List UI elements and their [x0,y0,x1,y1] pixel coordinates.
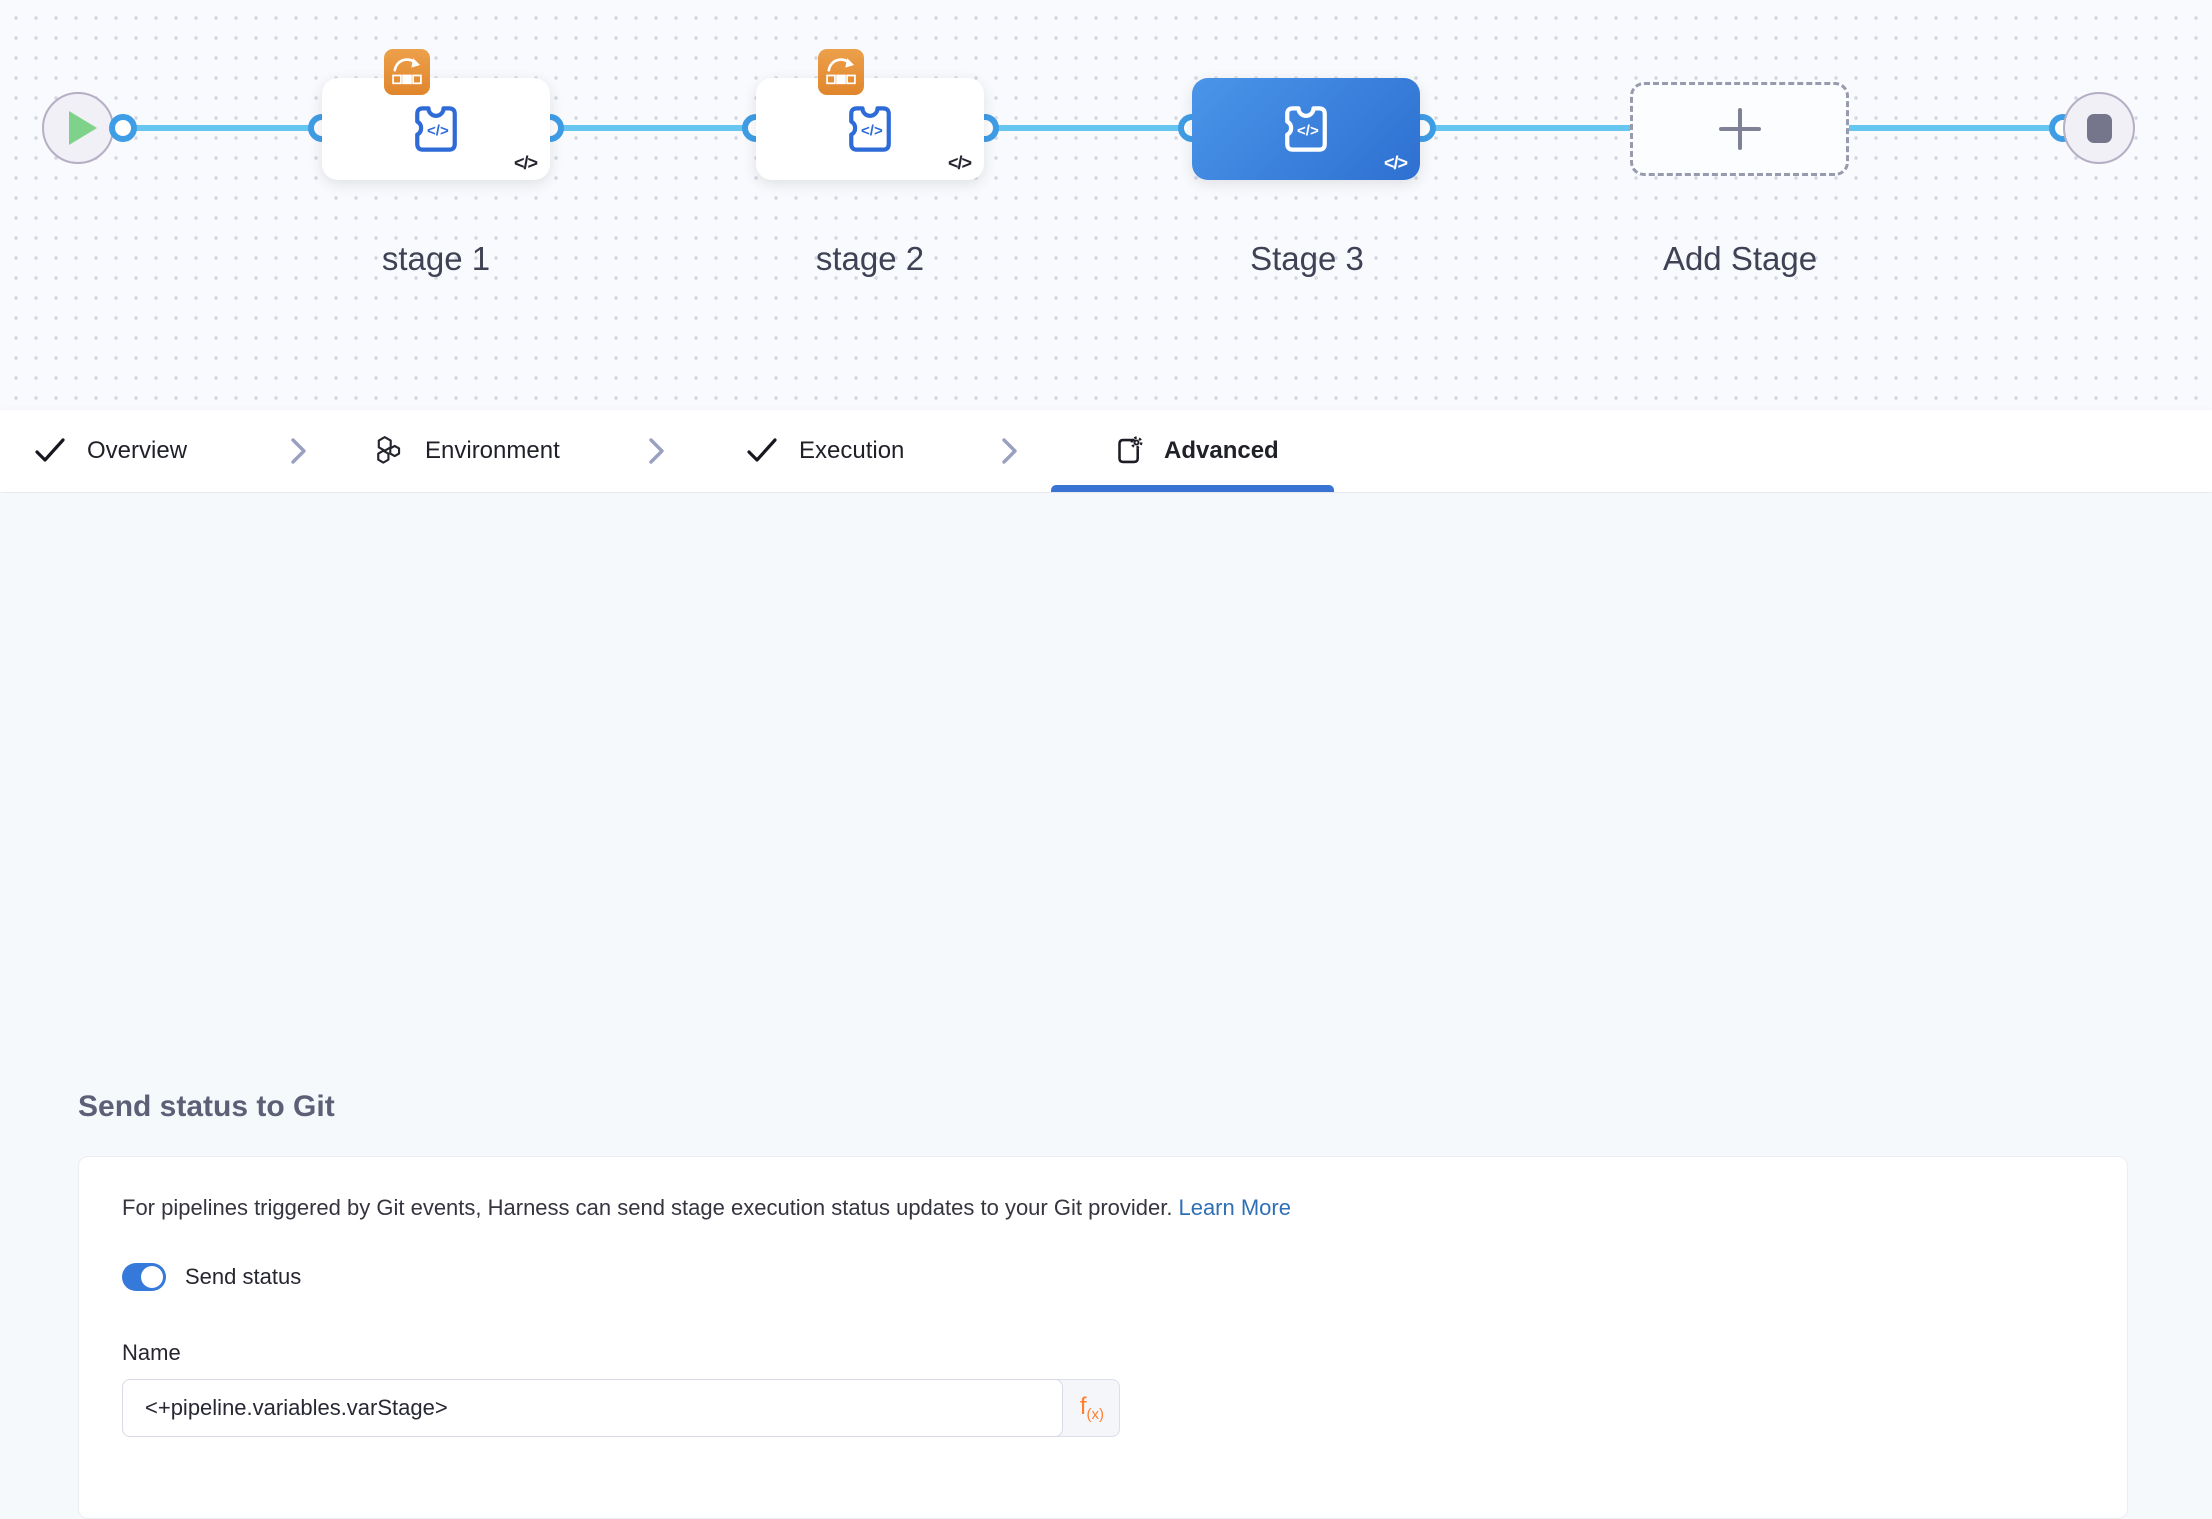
send-status-toggle-row: Send status [122,1263,301,1291]
template-icon [818,49,864,95]
stage-label: stage 1 [381,240,491,277]
tab-execution[interactable]: Execution [744,410,904,492]
template-icon [384,49,430,95]
add-stage-label: Add Stage [1662,240,1818,277]
plus-icon [1718,108,1761,150]
svg-text:</>: </> [1297,123,1319,140]
stop-icon [2086,113,2112,143]
add-stage-button[interactable] [1630,82,1849,176]
hexagons-icon [377,436,401,464]
chevron-right-icon [646,410,668,492]
tab-overview[interactable]: Overview [32,410,187,492]
tab-environment-label: Environment [425,437,560,464]
send-status-toggle[interactable] [122,1263,166,1291]
send-status-card: For pipelines triggered by Git events, H… [78,1156,2128,1519]
code-puzzle-icon: </> [415,106,457,152]
connector-port [109,114,137,142]
play-icon [68,111,97,145]
code-marker: </> [1383,153,1408,173]
stage-label: stage 2 [815,240,925,277]
pipeline-start-node [42,92,114,164]
stage-node-stage-2[interactable]: </> </> [756,49,984,180]
board-gear-icon [1118,436,1143,464]
chevron-right-icon [288,410,310,492]
code-puzzle-icon: </> [849,106,891,152]
name-input-group: f(x) [122,1379,1120,1437]
stage-node-stage-3-selected[interactable]: </> </> [1192,78,1420,180]
section-heading: Send status to Git [78,1090,335,1123]
toggle-knob [141,1266,163,1288]
flow-connector-line [115,125,2063,131]
code-marker: </> [947,153,972,173]
check-icon [35,438,65,462]
code-marker: </> [513,153,538,173]
toggle-label: Send status [185,1264,302,1289]
svg-text:</>: </> [861,123,883,140]
tab-environment[interactable]: Environment [372,410,560,492]
name-input[interactable] [122,1379,1063,1437]
fx-icon: f(x) [1079,1392,1104,1423]
tab-advanced-label: Advanced [1164,437,1279,464]
tab-advanced[interactable]: Advanced [1111,410,1279,492]
description-text: For pipelines triggered by Git events, H… [122,1195,1173,1220]
pipeline-canvas[interactable]: </> </> </> </> </> </> [0,0,2212,411]
tab-overview-label: Overview [87,437,188,464]
tab-execution-label: Execution [799,437,905,464]
code-puzzle-icon: </> [1285,106,1327,152]
stage-tabs-bar: Overview Environment Execution [0,410,2212,492]
active-tab-underline [1051,485,1334,492]
learn-more-link[interactable]: Learn More [1178,1195,1291,1220]
chevron-right-icon [999,410,1021,492]
stage-node-stage-1[interactable]: </> </> [322,49,550,180]
card-description: For pipelines triggered by Git events, H… [122,1195,1291,1221]
advanced-tab-panel: Send status to Git For pipelines trigger… [0,493,2212,1519]
check-icon [747,438,777,462]
pipeline-end-node [2063,92,2135,164]
stage-label: Stage 3 [1250,240,1364,277]
svg-text:</>: </> [427,123,449,140]
name-field-label: Name [122,1340,181,1365]
